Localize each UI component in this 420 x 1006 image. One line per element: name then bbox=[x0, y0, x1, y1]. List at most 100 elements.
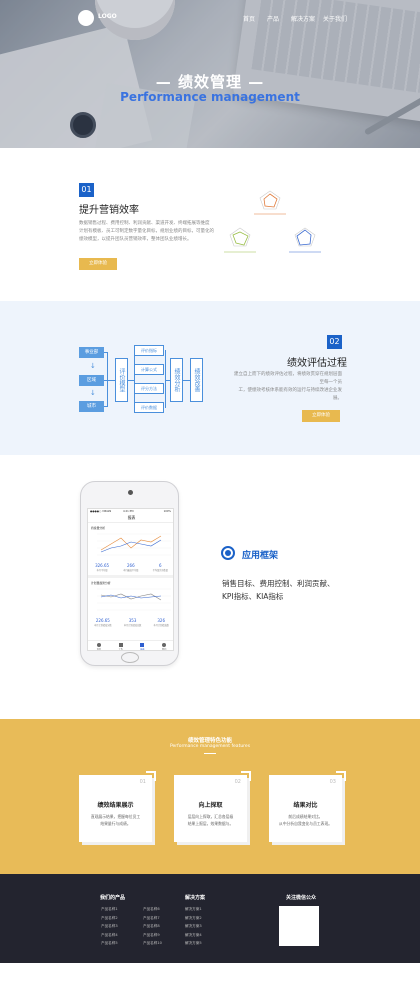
section-number: 02 bbox=[327, 335, 342, 349]
status-battery: 100% bbox=[163, 510, 171, 513]
stat-label: 本月最高平均量 bbox=[123, 569, 139, 572]
framework-desc-line: 销售目标、费用控制、利润贡献、 bbox=[222, 579, 335, 588]
footer-link[interactable]: 产品名称3 bbox=[101, 924, 118, 928]
section-desc-line: 工，使绩效考核体系能有效的运行与持续改进企业发展。 bbox=[238, 388, 343, 401]
stat-value: 266 bbox=[127, 563, 135, 568]
qr-code-image bbox=[279, 906, 319, 946]
status-carrier: ●●●●○ VIRGIN bbox=[90, 510, 112, 513]
flow-node-model: 评价模型 bbox=[115, 358, 128, 402]
section-number: 01 bbox=[79, 183, 94, 197]
stat-label: 本月计划绩效数 bbox=[153, 624, 169, 627]
phone-line-chart-1 bbox=[97, 533, 171, 556]
section-title: 绩效评估过程 bbox=[287, 358, 347, 369]
stat-value: 326 bbox=[157, 618, 166, 623]
report-icon bbox=[140, 642, 145, 647]
section-desc-line: 绩效模型，以提升团队员营销效率，整体团队业绩增长。 bbox=[79, 237, 192, 242]
footer-wechat-title: 关注微信公众 bbox=[286, 895, 317, 901]
target-icon bbox=[221, 546, 235, 560]
flow-node-scoring: 评分方法 bbox=[134, 383, 164, 394]
tab-report[interactable]: 报表 bbox=[140, 642, 145, 650]
phone-home-button bbox=[121, 652, 139, 663]
footer-solutions-title: 解决方案 bbox=[185, 895, 206, 901]
phone-nav-title: 报表 bbox=[88, 515, 173, 523]
section-desc-line: 计划有模板、员工可制定数字量化目标，规划业绩的目标，可量化的 bbox=[79, 229, 214, 234]
footer-link[interactable]: 解决方案1 bbox=[185, 907, 202, 911]
phone-camera bbox=[128, 490, 133, 495]
flow-node-division: 事业部 bbox=[79, 347, 104, 358]
footer-link[interactable]: 解决方案3 bbox=[185, 924, 202, 928]
footer-link[interactable]: 产品名称4 bbox=[101, 932, 118, 937]
stat-value: 353 bbox=[128, 618, 137, 623]
footer-link[interactable]: 产品名称5 bbox=[101, 941, 118, 945]
footer-link[interactable]: 解决方案2 bbox=[185, 915, 202, 920]
flow-node-indicator: 评价指标 bbox=[134, 345, 164, 356]
status-time: 4:21 PM bbox=[123, 510, 134, 513]
stat-value: 226.65 bbox=[95, 618, 110, 623]
footer-link[interactable]: 产品名称7 bbox=[143, 915, 160, 920]
flow-node-region: 区域 bbox=[79, 375, 104, 386]
features-section: 绩效管理特色功能 Performance management features… bbox=[0, 719, 420, 874]
stat-label: 本月计划绩效分数 bbox=[94, 624, 112, 627]
section-desc-line: 数据销售过程、费用控制、利润贡献、渠道开发、终端拓展等维度 bbox=[79, 221, 210, 226]
flow-node-analysis: 绩效分析 bbox=[170, 358, 183, 402]
grid-icon bbox=[118, 642, 123, 647]
footer-link[interactable]: 产品名称9 bbox=[143, 932, 160, 937]
feature-card[interactable]: 02 向上探取 层层向上探取，汇总各层级结果上报层，效果数据与。 bbox=[174, 771, 251, 842]
stat-label: 本月计划绩效总数 bbox=[123, 624, 142, 627]
chart1-title: 持续量分析 bbox=[91, 526, 105, 530]
feature-card[interactable]: 01 绩效结果展示 直观展示结果，把握每位员工结果量行与成绩。 bbox=[79, 771, 156, 842]
home-icon bbox=[96, 642, 101, 647]
user-icon bbox=[162, 642, 167, 647]
feature-card-title: 结果对比 bbox=[293, 802, 318, 809]
features-title: 绩效管理特色功能 bbox=[187, 738, 232, 744]
feature-card-title: 绩效结果展示 bbox=[97, 802, 134, 809]
framework-title: 应用框架 bbox=[242, 551, 279, 561]
framework-desc-line: KPI指标、KIA指标 bbox=[222, 592, 284, 601]
chart2-title: 计划量趋势分析 bbox=[91, 581, 111, 585]
section-desc-line: 建立自上而下的绩效评估过程，将绩效贯穿在规划层面至每一个员 bbox=[234, 372, 342, 385]
process-section: 事业部 ↓ 区域 ↓ 城市 评价模型 评价指标 计算公式 评分方法 评价数据 绩… bbox=[0, 301, 420, 455]
stat-value: 326.65 bbox=[95, 563, 110, 568]
stat-label: 平均量次序数量 bbox=[152, 569, 168, 572]
logo-icon[interactable] bbox=[78, 10, 94, 26]
footer-link[interactable]: 产品名称6 bbox=[143, 907, 160, 911]
stat-value: 6 bbox=[159, 563, 162, 568]
arrow-down-icon: ↓ bbox=[90, 389, 96, 397]
nav-products[interactable]: 产品 bbox=[267, 16, 280, 23]
footer-link[interactable]: 产品名称1 bbox=[101, 907, 118, 911]
radar-charts-illustration bbox=[224, 190, 321, 253]
logo-text[interactable]: LOGO bbox=[98, 13, 117, 20]
tab-me[interactable]: 我的 bbox=[162, 642, 167, 650]
flow-node-formula: 计算公式 bbox=[134, 364, 164, 375]
hero-banner: LOGO 首页 产品 解决方案 关于我们 — 绩效管理 — Performanc… bbox=[0, 0, 420, 148]
footer-link[interactable]: 解决方案4 bbox=[185, 932, 202, 937]
try-now-button[interactable]: 立即体验 bbox=[302, 410, 340, 422]
footer: 我们的产品 产品名称1 产品名称2 产品名称3 产品名称4 产品名称5 产品名称… bbox=[0, 874, 420, 963]
arrow-down-icon: ↓ bbox=[90, 362, 96, 370]
flow-node-city: 城市 bbox=[79, 401, 104, 412]
tab-work[interactable]: 工作 bbox=[118, 642, 123, 650]
nav-solutions[interactable]: 解决方案 bbox=[291, 16, 316, 23]
feature-card[interactable]: 03 结果对比 前后成绩结果对比，从中分析自我变化与员工表现。 bbox=[269, 771, 346, 842]
footer-link[interactable]: 产品名称10 bbox=[143, 941, 162, 945]
nav-home[interactable]: 首页 bbox=[243, 16, 256, 23]
framework-section: ●●●●○ VIRGIN 4:21 PM 100% 报表 持续量分析 326.6… bbox=[0, 455, 420, 719]
phone-mockup: ●●●●○ VIRGIN 4:21 PM 100% 报表 持续量分析 326.6… bbox=[80, 481, 179, 666]
hero-subtitle: Performance management bbox=[120, 90, 300, 104]
tab-home[interactable]: 首页 bbox=[96, 642, 101, 650]
footer-products-title: 我们的产品 bbox=[100, 895, 126, 901]
watch-image bbox=[70, 112, 96, 138]
feature-card-title: 向上探取 bbox=[198, 802, 223, 809]
stat-label: 本月平均量 bbox=[96, 569, 108, 572]
footer-link[interactable]: 产品名称2 bbox=[101, 915, 118, 920]
footer-link[interactable]: 产品名称8 bbox=[143, 924, 160, 928]
features-subtitle: Performance management features bbox=[169, 744, 251, 749]
footer-link[interactable]: 解决方案5 bbox=[185, 941, 202, 945]
nav-about[interactable]: 关于我们 bbox=[323, 16, 348, 23]
phone-screen: ●●●●○ VIRGIN 4:21 PM 100% 报表 持续量分析 326.6… bbox=[87, 508, 174, 651]
section-title: 提升营销效率 bbox=[79, 205, 139, 216]
flow-node-data: 评价数据 bbox=[134, 402, 164, 413]
try-now-button[interactable]: 立即体验 bbox=[79, 258, 117, 270]
phone-line-chart-2 bbox=[97, 588, 171, 611]
hero-title: — 绩效管理 — bbox=[155, 73, 265, 91]
